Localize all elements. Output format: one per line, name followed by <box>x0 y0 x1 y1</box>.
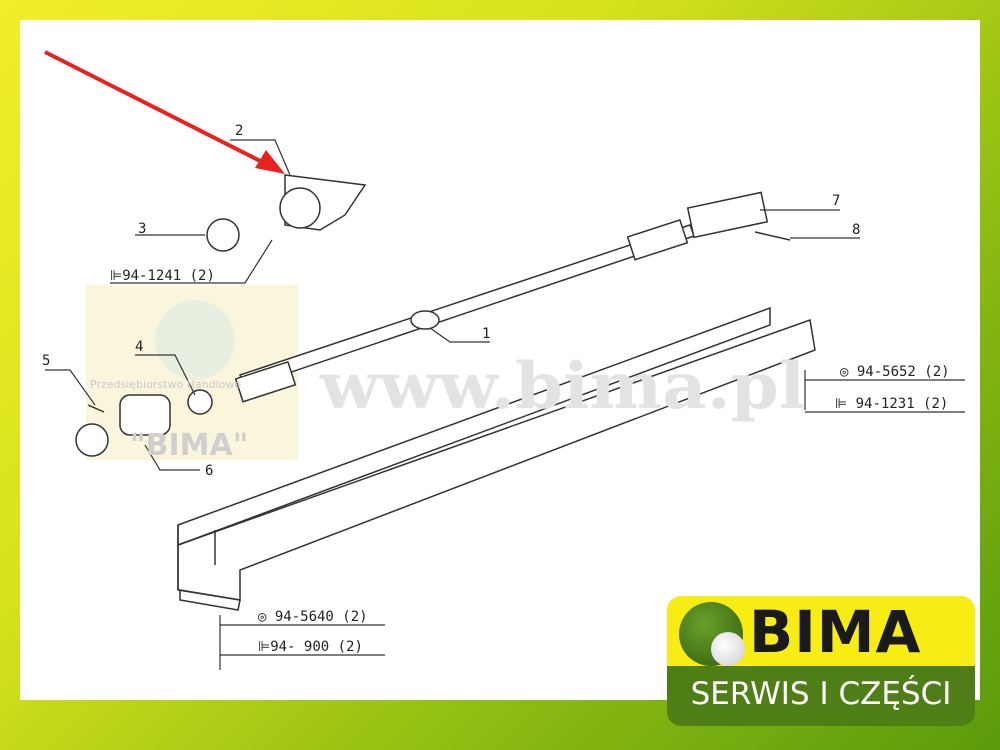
logo-pearl-icon <box>711 632 745 666</box>
watermark-company-line: Przedsiębiorstwo Handlowe <box>90 378 241 391</box>
bima-logo: BIMA SERWIS I CZĘŚCI <box>667 596 975 728</box>
part-8: 8 <box>852 222 860 238</box>
part-3: 3 <box>138 221 146 237</box>
part-6: 6 <box>205 463 213 479</box>
ref-94-5652: ◎ 94-5652 (2) <box>840 364 950 380</box>
part-numbers: 2 3 4 5 6 1 7 8 ⊫94-1241 (2) ◎ 94-5652 (… <box>42 123 950 655</box>
watermark-circle <box>155 300 235 380</box>
part-7: 7 <box>832 193 840 209</box>
ref-94-1231: ⊫ 94-1231 (2) <box>835 396 948 412</box>
part-components <box>75 174 791 457</box>
ref-94-900: ⊫94- 900 (2) <box>258 639 363 655</box>
leader-lines <box>45 139 965 670</box>
watermark-company-name: "BIMA" <box>130 428 248 463</box>
ref-94-1241: ⊫94-1241 (2) <box>110 268 215 284</box>
logo-brand: BIMA <box>749 598 922 666</box>
red-arrow <box>44 50 285 174</box>
part-5: 5 <box>42 353 50 369</box>
part-1: 1 <box>482 326 490 342</box>
logo-tagline: SERWIS I CZĘŚCI <box>690 676 952 712</box>
ref-94-5640: ◎ 94-5640 (2) <box>258 609 368 625</box>
shaft <box>234 218 695 403</box>
watermark-url: www.bima.pl <box>319 349 805 424</box>
channel-frame <box>177 306 816 611</box>
part-4: 4 <box>135 339 143 355</box>
part-2: 2 <box>235 123 243 139</box>
